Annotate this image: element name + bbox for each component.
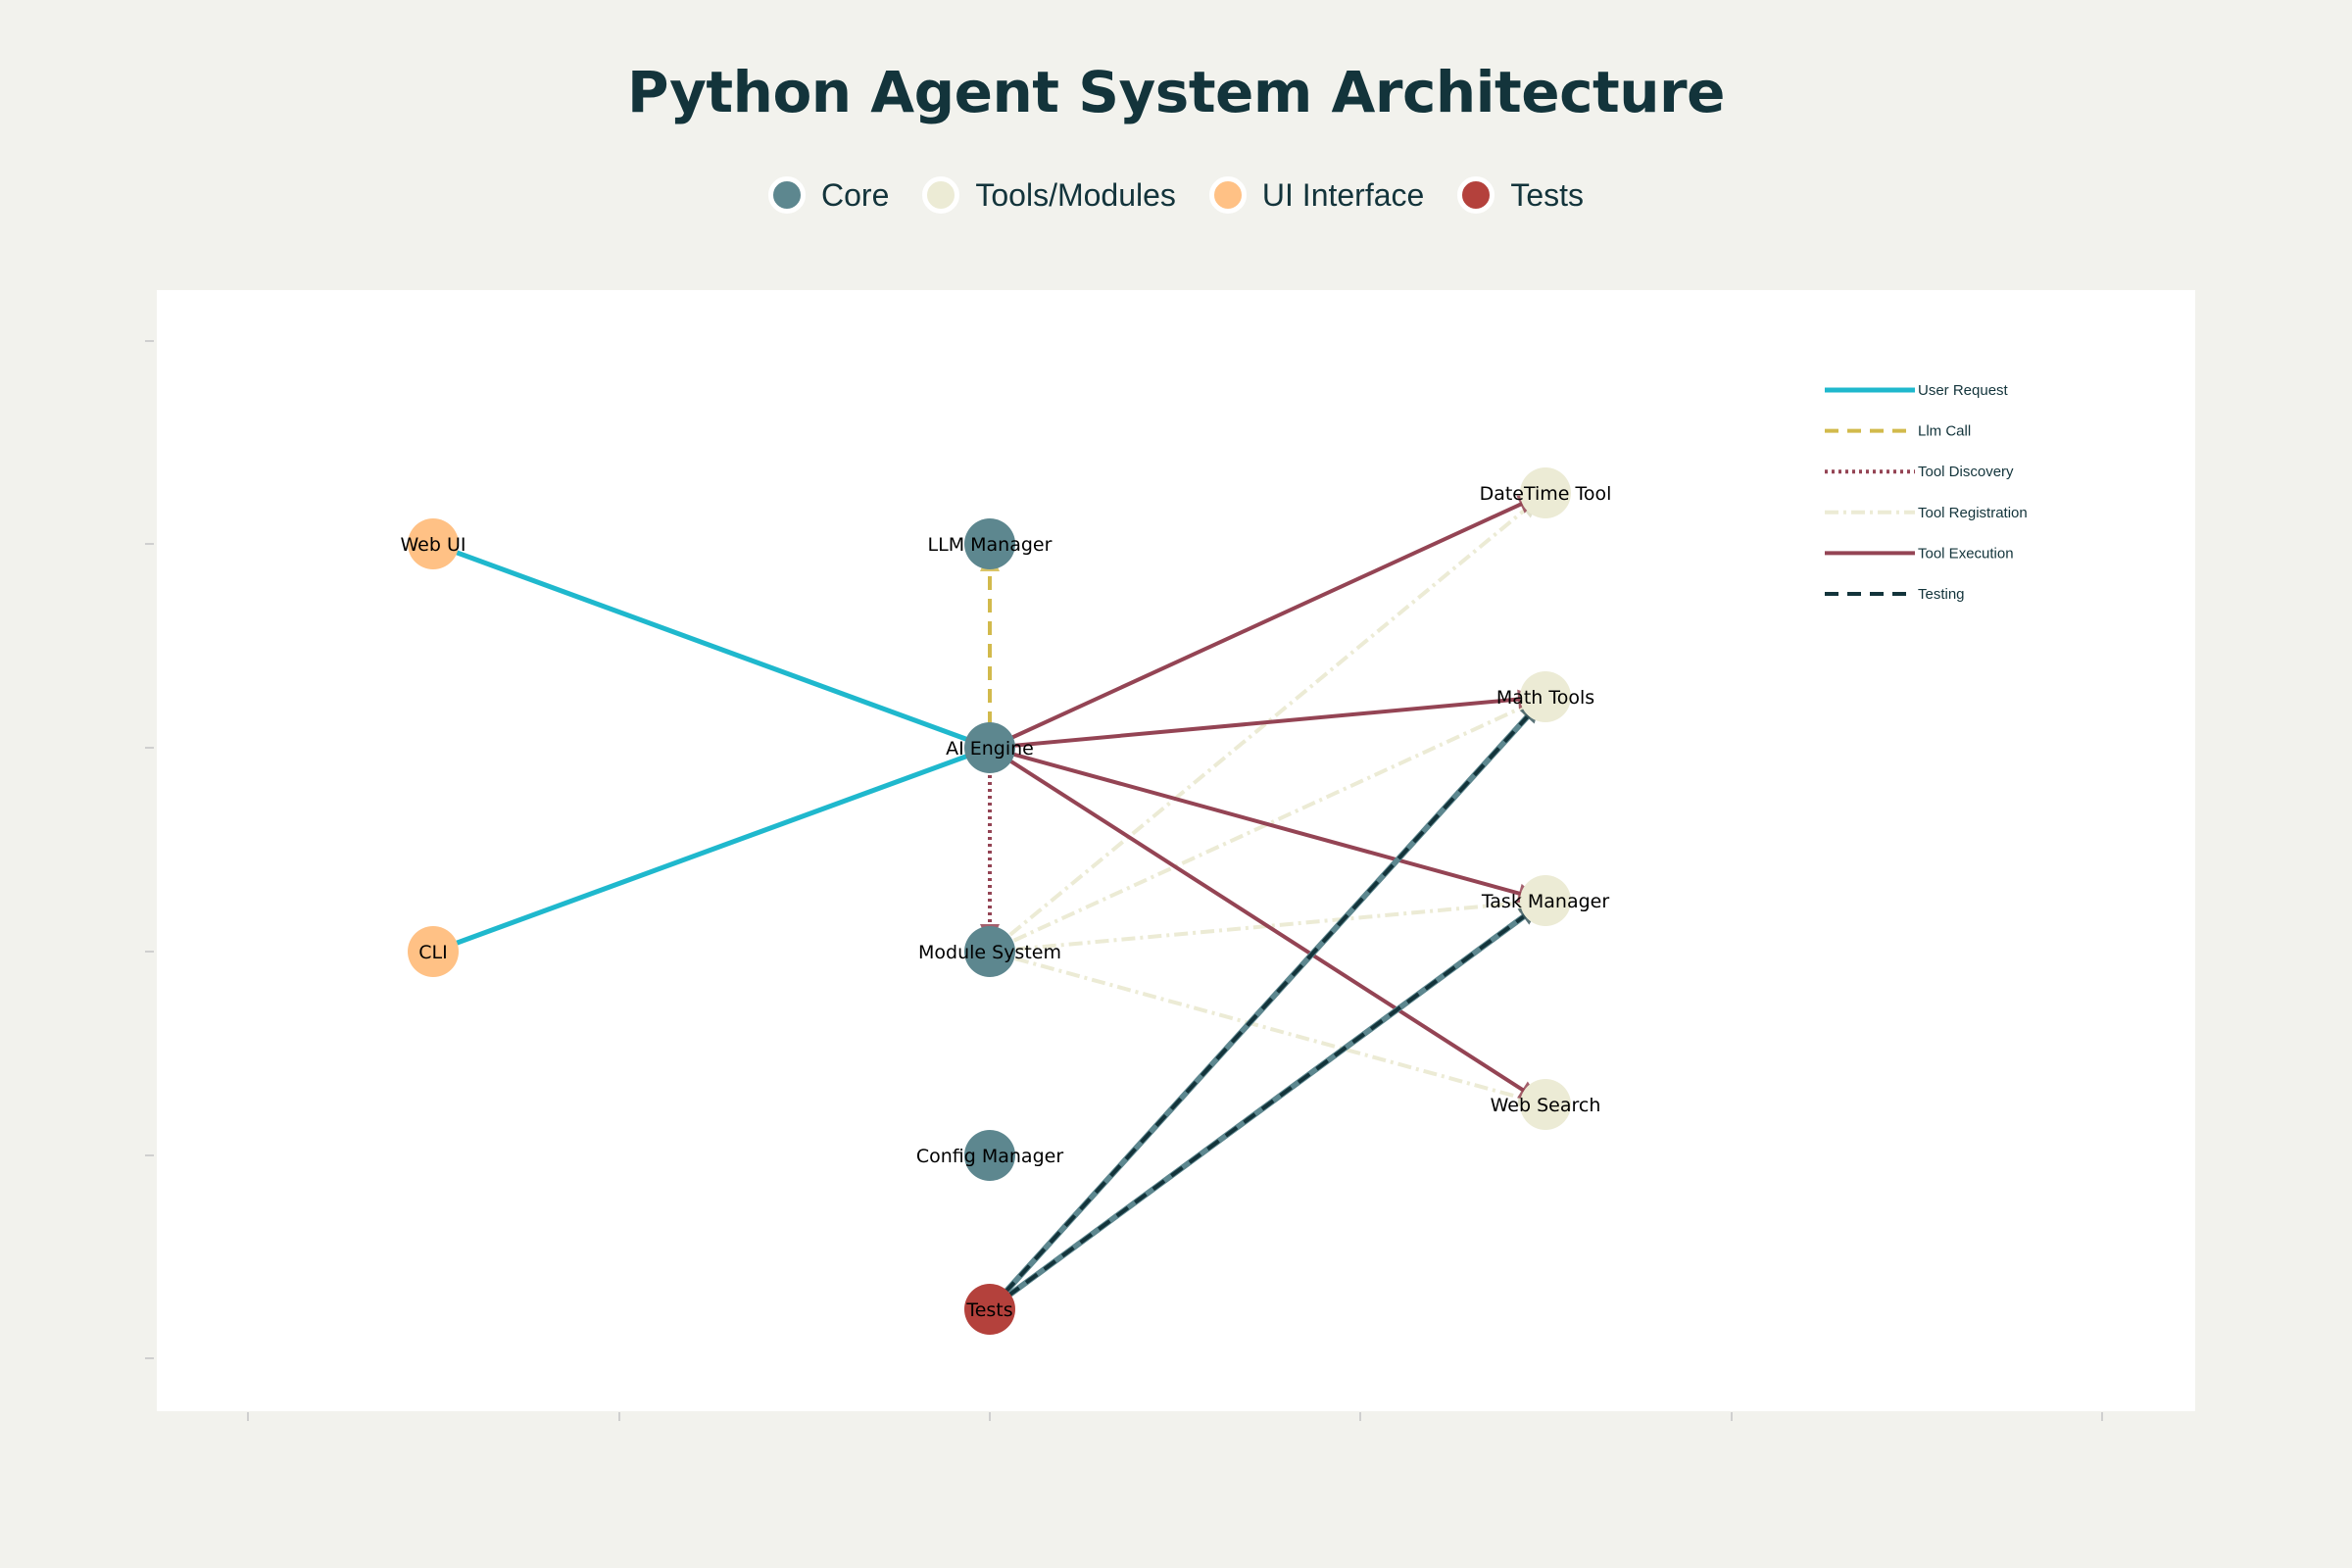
node-llm-manager[interactable] [964,518,1015,569]
node-label-module-system: Module System [918,942,1061,963]
edge-legend-label: Llm Call [1918,423,1971,440]
edge-testing [987,694,1548,1312]
node-label-config-manager: Config Manager [916,1146,1063,1167]
node-label-web-ui: Web UI [401,534,466,556]
node-web-ui[interactable] [408,518,459,569]
legend-item-core[interactable]: Core [768,176,889,214]
edge-tool-execution [989,689,1546,750]
edge-legend-item[interactable]: User Request [1825,382,2009,399]
edge-line [988,899,1547,1311]
legend-marker-tools [922,176,960,214]
nodes-layer [408,467,1571,1335]
edge-line [988,695,1547,1311]
node-label-math-tools: Math Tools [1496,687,1594,709]
edge-tool-execution [989,746,1546,904]
edge-line [989,950,1546,1106]
node-label-task-manager: Task Manager [1481,891,1610,912]
node-ai-engine[interactable] [964,722,1015,773]
node-label-llm-manager: LLM Manager [928,534,1053,556]
edge-user-request [432,745,991,955]
edge-user-request [432,541,991,751]
edge-tool-execution [989,491,1546,750]
edge-legend-item[interactable]: Testing [1825,586,1965,603]
node-label-datetime-tool: DateTime Tool [1480,483,1612,505]
edge-legend-item[interactable]: Tool Registration [1825,505,2028,521]
edge-testing [988,898,1547,1312]
axis-ticks [145,340,2103,1421]
node-datetime-tool[interactable] [1520,467,1571,518]
edge-tool-registration [989,950,1546,1107]
node-config-manager[interactable] [964,1130,1015,1181]
edge-tool-registration [989,893,1546,954]
edge-line [988,746,1547,1106]
legend-label-tests: Tests [1510,176,1584,213]
node-label-ai-engine: AI Engine [946,738,1034,760]
node-web-search[interactable] [1520,1079,1571,1130]
edge-tool-discovery [980,748,1000,952]
edge-line [989,695,1546,750]
legend-marker-core [768,176,806,214]
legend-label-ui: UI Interface [1261,176,1425,213]
edge-legend-item[interactable]: Tool Execution [1825,545,2014,562]
edge-line [989,491,1546,750]
node-math-tools[interactable] [1520,671,1571,722]
legend-marker-ui [1208,176,1247,214]
edge-line [432,745,991,955]
legend-item-ui[interactable]: UI Interface [1208,176,1425,214]
legend-label-tools: Tools/Modules [975,176,1176,213]
edge-line [989,746,1546,903]
legend-item-tools[interactable]: Tools/Modules [922,176,1176,214]
edge-line [989,695,1546,954]
edge-legend-label: User Request [1918,382,2009,399]
legend-item-tests[interactable]: Tests [1457,176,1584,214]
edge-legend-label: Tool Registration [1918,505,2028,521]
node-legend: Core Tools/Modules UI Interface Tests [0,176,2352,214]
node-label-tests: Tests [965,1299,1012,1321]
plot-area [157,290,2195,1411]
edge-line [432,541,991,751]
edge-legend-label: Tool Discovery [1918,464,2014,480]
edge-line [989,899,1546,954]
edge-legend-label: Testing [1918,586,1965,603]
edge-tool-execution [988,746,1547,1106]
edge-legend-label: Tool Execution [1918,545,2014,562]
node-task-manager[interactable] [1520,875,1571,926]
node-label-cli: CLI [418,942,447,963]
edge-legend-item[interactable]: Llm Call [1825,423,1971,440]
legend-label-core: Core [821,176,890,213]
legend-marker-tests [1457,176,1495,214]
node-tests[interactable] [964,1284,1015,1335]
node-module-system[interactable] [964,926,1015,977]
edge-llm-call [980,544,1000,748]
diagram-title: Python Agent System Architecture [627,59,1725,125]
node-label-web-search: Web Search [1491,1095,1601,1116]
node-cli[interactable] [408,926,459,977]
edge-legend-item[interactable]: Tool Discovery [1825,464,2014,480]
edges-layer [432,491,1548,1312]
